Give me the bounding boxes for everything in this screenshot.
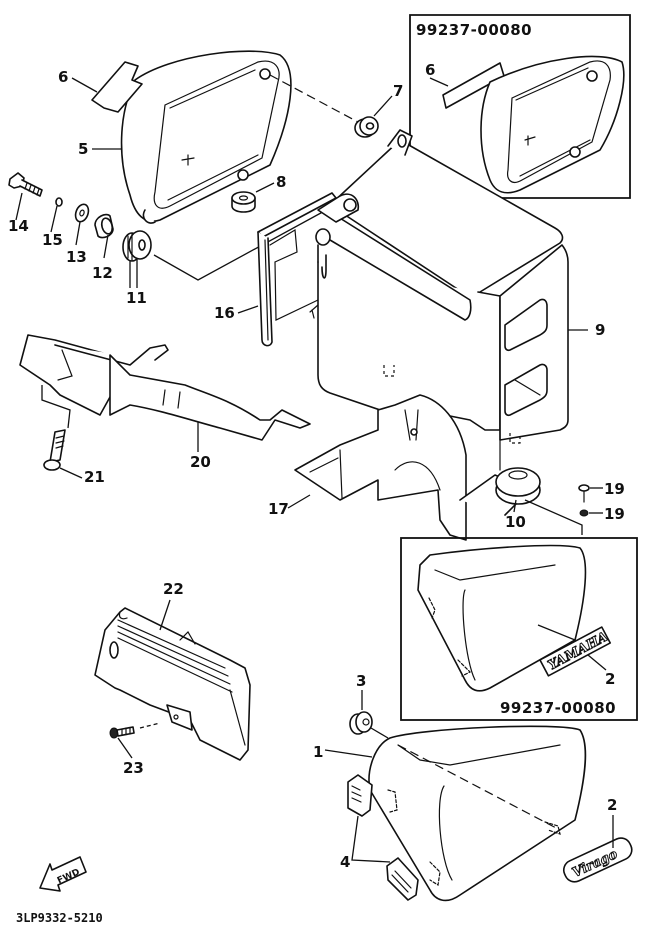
callout-23: 23: [123, 759, 144, 777]
damper-10: [495, 467, 541, 505]
callout-16: 16: [214, 304, 235, 322]
emblem-plate-6: [91, 61, 143, 113]
side-cover-left: [120, 50, 292, 222]
side-cover-5: [120, 50, 292, 224]
inset-top-part-number: 99237-00080: [416, 21, 532, 39]
grommet-7: [354, 116, 379, 138]
washer-13: [74, 203, 90, 223]
callout-10: 10: [505, 513, 526, 531]
grommet-8: [231, 191, 256, 213]
callout-6-inset: 6: [425, 61, 435, 79]
damper-4-bottom: [386, 857, 419, 901]
damper-11: [122, 230, 152, 262]
callout-12: 12: [92, 264, 113, 282]
callout-17: 17: [268, 500, 289, 518]
cover-22: [94, 607, 251, 761]
inset-box-bottom: YAMAHA 2 99237-00080: [400, 537, 638, 721]
inset-box-top: 99237-00080 6: [409, 14, 631, 199]
callout-8: 8: [276, 173, 286, 191]
virago-emblem: Virago: [562, 837, 633, 883]
side-cover-inset: [480, 55, 625, 194]
callout-11: 11: [126, 289, 147, 307]
callout-7: 7: [393, 82, 403, 100]
callout-19-washer: 19: [604, 505, 625, 523]
inset-bottom-part-number: 99237-00080: [500, 699, 616, 717]
fender-stay-20: [19, 334, 311, 441]
washer-19: [579, 509, 589, 517]
fwd-arrow-icon: FWD: [39, 856, 87, 892]
grommet-3: [349, 711, 373, 735]
callout-6: 6: [58, 68, 68, 86]
screw-19: [578, 484, 590, 503]
washer-15: [55, 197, 63, 207]
callout-4: 4: [340, 853, 350, 871]
callout-22: 22: [163, 580, 184, 598]
callout-2: 2: [607, 796, 617, 814]
callout-2-inset: 2: [605, 670, 615, 688]
callout-21: 21: [84, 468, 105, 486]
callout-13: 13: [66, 248, 87, 266]
callout-3: 3: [356, 672, 366, 690]
collar-12: [94, 213, 114, 239]
screw-23: [109, 726, 135, 739]
battery-box-9: [315, 129, 569, 471]
screw-21: [43, 429, 66, 471]
callout-20: 20: [190, 453, 211, 471]
callout-15: 15: [42, 231, 63, 249]
callout-9: 9: [595, 321, 605, 339]
callout-19-screw: 19: [604, 480, 625, 498]
side-cover-inset-bottom: [417, 544, 587, 692]
battery-band-16: [257, 192, 337, 347]
bolt-14: [8, 172, 43, 197]
callout-14: 14: [8, 217, 29, 235]
drawing-code: 3LP9332-5210: [16, 911, 103, 925]
callout-1: 1: [313, 743, 323, 761]
damper-4-top: [347, 774, 373, 817]
callout-5: 5: [78, 140, 88, 158]
